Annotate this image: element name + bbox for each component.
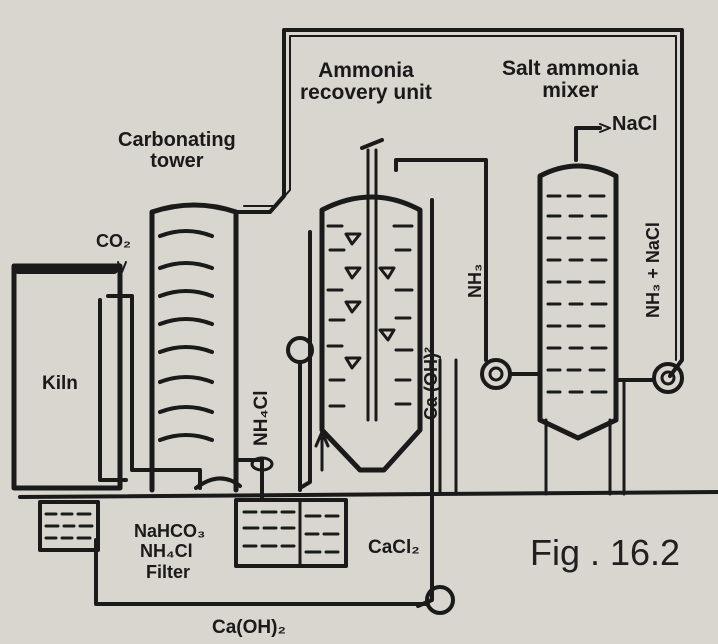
recovery-riser [368, 150, 376, 420]
nacl-inlet [576, 128, 600, 160]
cacl2-label: CaCl₂ [368, 538, 420, 558]
nh3-nacl-label: NH₃ + NaCl [644, 222, 663, 318]
mixer-hatch [548, 196, 606, 392]
nahco3-label: NaHCO₃ [134, 522, 205, 541]
carbonating-tower-label: Carbonating tower [118, 130, 236, 172]
salt-ammonia-mixer-label: Salt ammonia mixer [502, 58, 639, 102]
nh4cl-filter-label: NH₄Cl [140, 542, 193, 561]
ammonia-recovery-label: Ammonia recovery unit [300, 60, 432, 104]
filter-label: Filter [146, 563, 190, 582]
caoh2-bottom-label: Ca(OH)₂ [212, 618, 286, 638]
ammonia-recovery-vessel [322, 197, 420, 470]
caoh2-vertical-label: Ca (OH)² [422, 347, 441, 420]
tower-trays [160, 231, 240, 488]
nacl-label: NaCl [612, 114, 658, 135]
co2-label: CO₂ [96, 232, 131, 251]
nh3-pump [482, 360, 510, 388]
cacl2-hatch [244, 512, 338, 552]
figure-caption: Fig . 16.2 [530, 532, 680, 574]
nh4cl-label: NH₄Cl [252, 391, 272, 447]
salt-ammonia-mixer [540, 166, 616, 438]
recovery-hatch [328, 226, 412, 406]
nh3-label: NH₃ [466, 264, 485, 298]
filter-hatch [46, 514, 92, 538]
ground-line [20, 492, 718, 497]
nh3-line [396, 160, 486, 360]
kiln-label: Kiln [42, 374, 78, 394]
mixer-pump [654, 364, 682, 392]
recovery-baffles [346, 234, 394, 368]
